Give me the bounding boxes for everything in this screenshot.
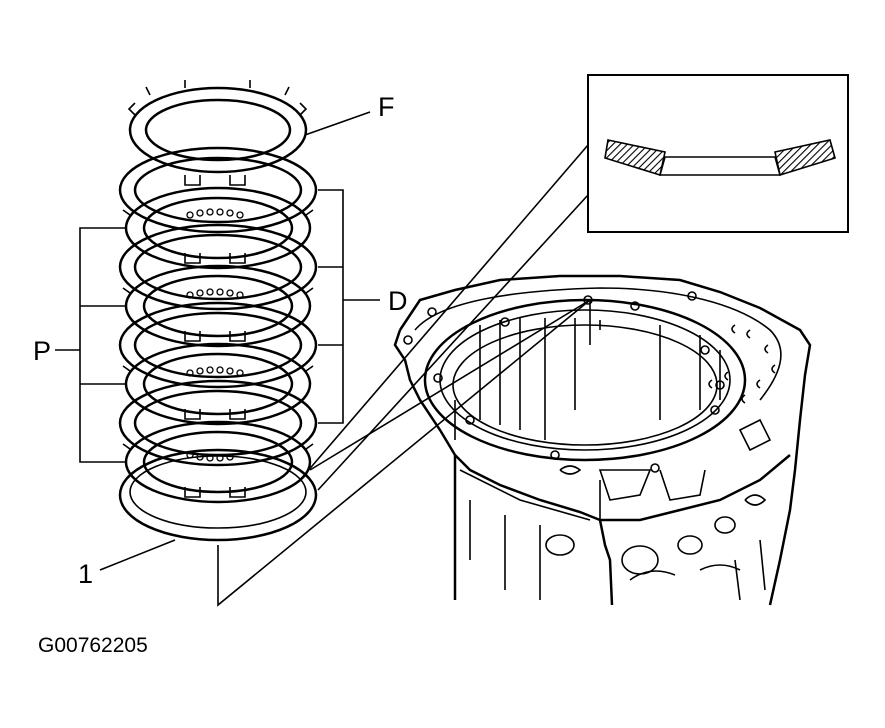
transmission-case (393, 274, 812, 606)
label-f: F (378, 92, 395, 122)
clutch-stack (118, 80, 318, 542)
leader-lines (55, 111, 591, 607)
label-d: D (388, 286, 408, 316)
label-1: 1 (78, 559, 93, 589)
section-detail-box (587, 74, 849, 233)
label-p: P (33, 336, 51, 366)
figure-code: G00762205 (38, 634, 148, 657)
